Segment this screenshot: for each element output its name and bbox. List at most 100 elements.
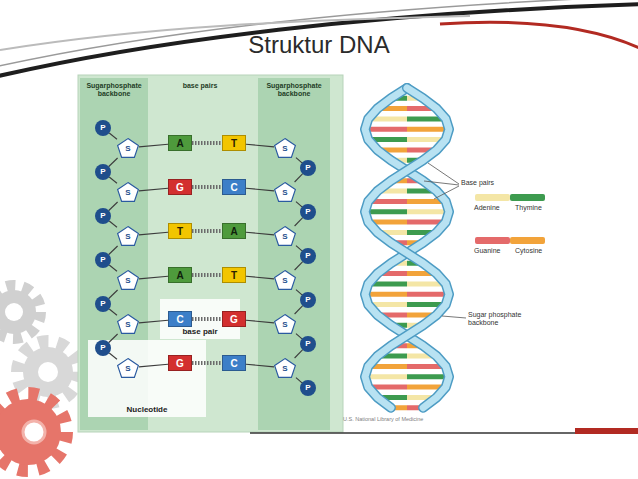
backbone-bond bbox=[295, 262, 303, 270]
backbone-bond bbox=[296, 202, 302, 207]
gear-icon bbox=[18, 342, 78, 402]
phosphate-circle: P bbox=[300, 204, 316, 220]
pentagon-shape bbox=[118, 139, 139, 158]
leader-line bbox=[442, 316, 466, 318]
footer-bar bbox=[575, 428, 638, 434]
gear-body bbox=[0, 399, 61, 465]
gear-body bbox=[0, 290, 36, 334]
sugar-pentagon: S bbox=[117, 314, 139, 334]
backbone-bond bbox=[296, 334, 302, 339]
legend-swatch bbox=[475, 194, 510, 201]
text-label: Sugar phosphate backbone bbox=[468, 311, 530, 327]
backbone-bond bbox=[109, 221, 117, 227]
gear-hole bbox=[23, 421, 45, 443]
backbone-bond bbox=[295, 174, 303, 182]
base-letter: G bbox=[176, 358, 184, 369]
backbone-bond bbox=[109, 290, 118, 299]
backbone-bond bbox=[109, 265, 117, 271]
base-box: T bbox=[222, 267, 246, 283]
column-label: Sugarphosphate backbone bbox=[258, 82, 330, 97]
backbone-bond bbox=[246, 276, 274, 279]
diagram-panel bbox=[78, 75, 343, 432]
base-box: T bbox=[168, 223, 192, 239]
base-box: C bbox=[222, 179, 246, 195]
legend-text: Adenine bbox=[474, 204, 500, 212]
pentagon-shape bbox=[275, 359, 296, 378]
phosphate-circle: P bbox=[95, 164, 111, 180]
phosphate-circle: P bbox=[95, 208, 111, 224]
hydrogen-bond bbox=[192, 317, 222, 321]
backbone-bond bbox=[109, 353, 117, 359]
backbone-bond bbox=[296, 290, 302, 295]
backbone-bond bbox=[246, 232, 274, 235]
phosphate-circle: P bbox=[300, 248, 316, 264]
phosphate-label: P bbox=[305, 340, 310, 349]
legend-swatch bbox=[510, 194, 545, 201]
base-box: A bbox=[168, 135, 192, 151]
base-letter: C bbox=[230, 358, 237, 369]
sugar-pentagon: S bbox=[274, 358, 296, 378]
legend-text: Guanine bbox=[474, 247, 500, 255]
phosphate-circle: P bbox=[300, 292, 316, 308]
base-letter: C bbox=[230, 182, 237, 193]
backbone-bond bbox=[246, 320, 274, 323]
backbone-strand bbox=[365, 88, 449, 408]
phosphate-label: P bbox=[100, 344, 105, 353]
pentagon-shape bbox=[118, 183, 139, 202]
sugar-label: S bbox=[282, 318, 287, 330]
base-letter: T bbox=[231, 138, 237, 149]
sugar-label: S bbox=[282, 274, 287, 286]
backbone-bond bbox=[296, 158, 302, 163]
highlight-label: base pair bbox=[182, 328, 217, 337]
hydrogen-bond bbox=[192, 141, 222, 145]
sugar-label: S bbox=[125, 318, 130, 330]
gear-hole bbox=[38, 362, 58, 382]
top-swoosh bbox=[0, 16, 470, 50]
pentagon-shape bbox=[118, 227, 139, 246]
hydrogen-bond bbox=[192, 229, 222, 233]
backbone-bond bbox=[109, 309, 117, 315]
pentagon-shape bbox=[118, 271, 139, 290]
backbone-bond bbox=[139, 144, 168, 147]
base-box: G bbox=[222, 311, 246, 327]
backbone-bond bbox=[139, 364, 168, 367]
sugar-pentagon: S bbox=[274, 270, 296, 290]
gear-teeth bbox=[0, 286, 40, 338]
backbone-bond bbox=[139, 188, 168, 191]
pentagon-shape bbox=[118, 359, 139, 378]
phosphate-label: P bbox=[305, 208, 310, 217]
backbone-bond bbox=[109, 133, 117, 139]
base-letter: G bbox=[176, 182, 184, 193]
base-box: A bbox=[168, 267, 192, 283]
base-box: G bbox=[168, 355, 192, 371]
pentagon-shape bbox=[275, 271, 296, 290]
legend-swatch bbox=[510, 237, 545, 244]
phosphate-label: P bbox=[100, 124, 105, 133]
sugar-pentagon: S bbox=[117, 182, 139, 202]
base-letter: T bbox=[231, 270, 237, 281]
gear-teeth bbox=[18, 342, 78, 402]
slide-title: Struktur DNA bbox=[0, 30, 638, 60]
legend-swatch bbox=[475, 237, 510, 244]
phosphate-circle: P bbox=[300, 336, 316, 352]
base-letter: A bbox=[176, 270, 183, 281]
base-letter: A bbox=[176, 138, 183, 149]
leader-line bbox=[434, 186, 459, 199]
sugar-pentagon: S bbox=[117, 358, 139, 378]
phosphate-label: P bbox=[100, 168, 105, 177]
sugar-label: S bbox=[125, 362, 130, 374]
gear-teeth bbox=[0, 394, 66, 470]
legend-text: Cytosine bbox=[515, 247, 542, 255]
leader-line bbox=[424, 181, 459, 185]
phosphate-circle: P bbox=[95, 120, 111, 136]
backbone-bond bbox=[139, 320, 168, 323]
backbone-bond bbox=[109, 177, 117, 183]
base-letter: C bbox=[176, 314, 183, 325]
backbone-bond bbox=[246, 364, 274, 367]
sugar-label: S bbox=[125, 230, 130, 242]
gear-hole bbox=[5, 303, 23, 321]
base-box: C bbox=[222, 355, 246, 371]
sugar-label: S bbox=[282, 362, 287, 374]
phosphate-circle: P bbox=[95, 252, 111, 268]
